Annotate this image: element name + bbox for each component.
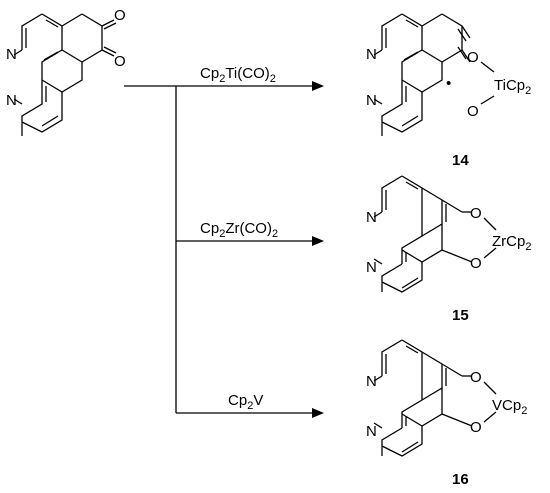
reagent-v: Cp2V [228,392,263,412]
product-15: N N O O ZrCp2 15 [366,175,531,324]
p14-radical: • [446,75,451,92]
p16-atom-n-top: N [366,373,377,390]
p16-atom-o-bottom: O [470,419,482,436]
atom-o-bottom: O [114,53,126,70]
p16-atom-n-bottom: N [366,423,377,440]
product-16: N N O O VCp2 16 [366,339,527,488]
reagent-ti: Cp2Ti(CO)2 [200,65,276,85]
p16-metal: VCp2 [492,397,527,417]
atom-n-top: N [6,46,17,63]
p15-atom-o-bottom: O [470,255,482,272]
starting-material: N N O O [6,7,126,136]
p15-compound-number: 15 [452,307,469,324]
atom-o-top: O [114,7,126,24]
product-14: N N O O • TiCp2 14 [366,13,531,169]
p14-compound-number: 14 [452,152,469,169]
p15-atom-n-bottom: N [366,259,377,276]
p15-metal: ZrCp2 [492,233,531,253]
p15-atom-n-top: N [366,209,377,226]
p16-atom-o-top: O [470,369,482,386]
atom-n-bottom: N [6,92,17,109]
p14-atom-o-top: O [467,49,479,66]
reaction-arrows [124,81,324,418]
p15-atom-o-top: O [470,205,482,222]
reagent-zr: Cp2Zr(CO)2 [200,220,278,240]
p14-atom-n-bottom: N [366,92,377,109]
p14-atom-n-top: N [366,46,377,63]
p14-metal: TiCp2 [494,77,531,97]
p16-compound-number: 16 [452,471,469,488]
p14-atom-o-bottom: O [467,103,479,120]
